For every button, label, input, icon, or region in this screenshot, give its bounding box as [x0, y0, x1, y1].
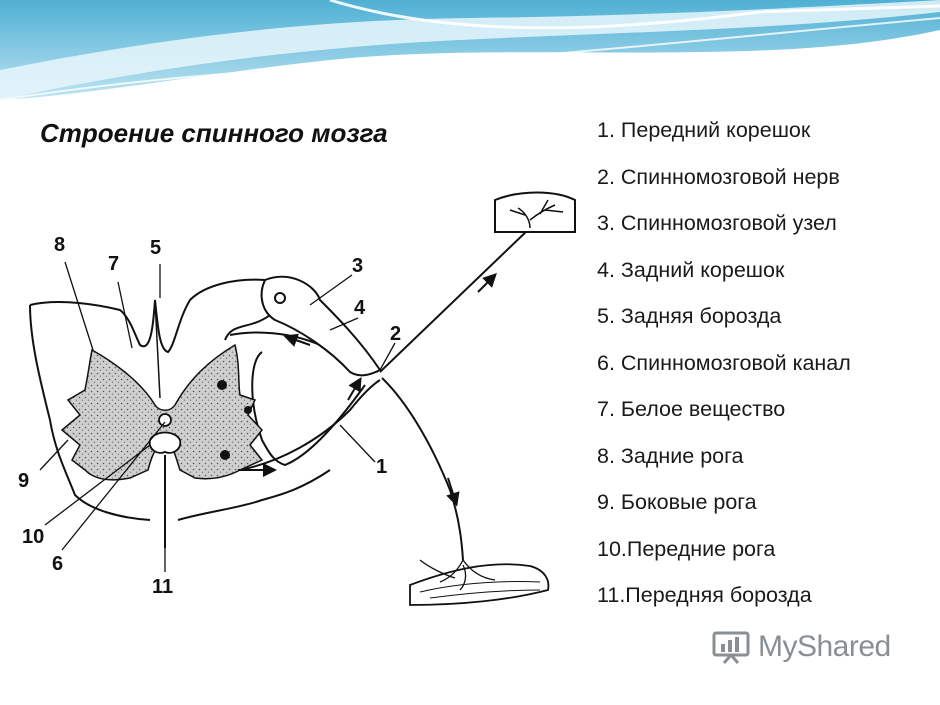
legend-item: 7. Белое вещество: [597, 397, 786, 421]
diagram-label-11: 11: [152, 576, 174, 598]
diagram-label-3: 3: [352, 255, 364, 277]
legend-item: 8. Задние рога: [597, 443, 744, 468]
posterior-sulcus: [154, 299, 161, 399]
diagram-label-5: 5: [150, 237, 162, 259]
spinal-ganglion: [260, 275, 382, 377]
legend-item: 1. Передний корешок: [597, 118, 811, 142]
muscle: [409, 559, 550, 606]
diagram-label-1: 1: [376, 456, 388, 478]
diagram-label-7: 7: [108, 253, 120, 275]
decorative-banner: [0, 0, 940, 120]
grey-matter: [60, 343, 264, 481]
watermark: MyShared: [712, 630, 891, 664]
legend-item: 10.Передние рога: [597, 536, 776, 561]
legend-item: 4. Задний корешок: [597, 257, 785, 282]
legend-item: 9. Боковые рога: [597, 490, 757, 514]
page-title: Строение спинного мозга: [40, 118, 388, 148]
diagram-label-4: 4: [354, 297, 366, 319]
legend-item: 3. Спинномозговой узел: [597, 211, 837, 235]
legend-item: 6. Спинномозговой канал: [597, 350, 851, 375]
diagram-label-9: 9: [18, 470, 30, 492]
nerve-fibers: [238, 227, 531, 561]
central-canal: [148, 413, 182, 454]
presentation-board-icon: [712, 631, 750, 664]
leader-lines: [39, 261, 396, 572]
legend-item: 11.Передняя борозда: [597, 583, 812, 607]
skin-receptor: [494, 191, 576, 233]
legend-item: 5. Задняя борозда: [597, 304, 782, 328]
legend-list: 1. Передний корешок 2. Спинномозговой не…: [597, 115, 851, 627]
neuron-bodies: [217, 380, 252, 460]
diagram-label-8: 8: [54, 234, 66, 256]
legend-item: 2. Спинномозговой нерв: [597, 164, 840, 189]
diagram-label-6: 6: [52, 553, 64, 575]
watermark-text: MyShared: [758, 630, 891, 663]
diagram-label-10: 10: [22, 526, 45, 548]
diagram-label-2: 2: [390, 323, 402, 345]
